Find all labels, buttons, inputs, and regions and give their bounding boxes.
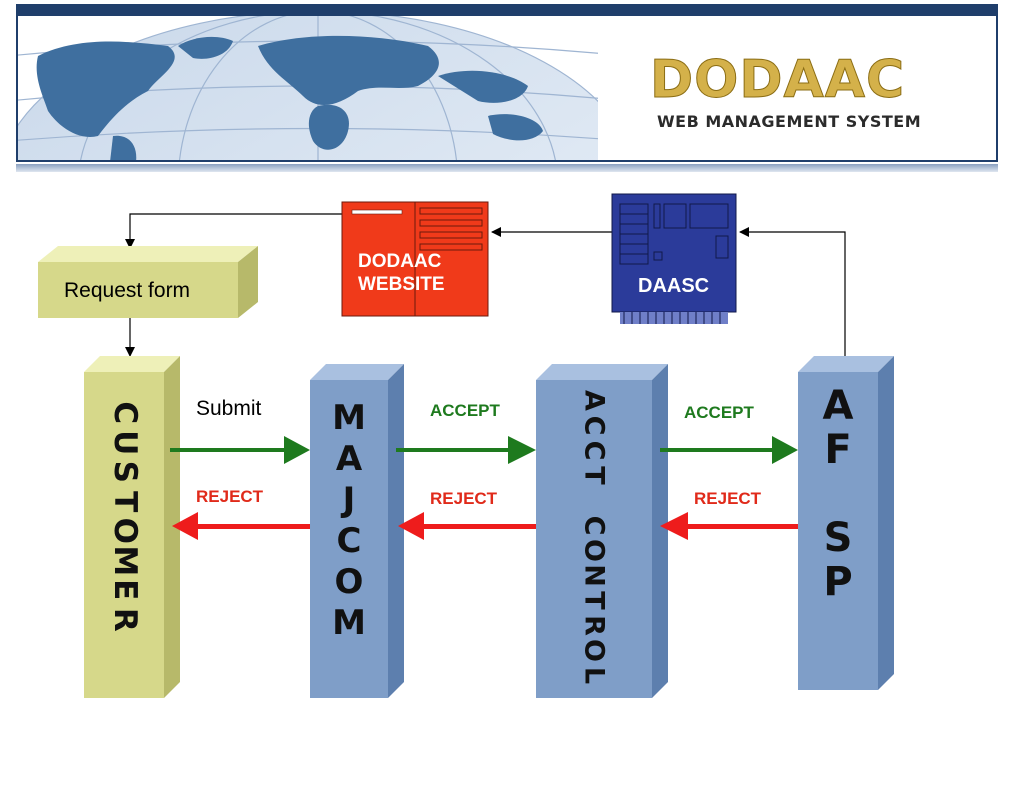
majcom-letter: J [342,480,356,520]
af_sp-letter [798,472,878,516]
globe-map-image [18,16,598,160]
website-server-icon [341,201,489,317]
accept-arrow-1 [396,436,536,464]
majcom-letter: O [334,562,364,602]
acct_control-letter: L [578,666,610,685]
daasc-label: DAASC [638,275,710,297]
connector-afsp-to-daasc [739,227,846,356]
request-form-box [38,246,258,318]
banner-divider [16,164,998,172]
daasc-computer-icon [611,193,737,324]
accept-arrow-2 [660,436,798,464]
submit-label: Submit [196,397,262,420]
reject-label-2: REJECT [430,489,498,508]
reject-arrow-1 [172,512,310,540]
website-label: DODAAC WEBSITE [358,251,445,297]
majcom-letter: M [332,398,366,438]
af_sp-letter: F [824,427,852,473]
column-customer [84,356,180,698]
column-acct-control [536,364,668,698]
connector-website-to-request [125,213,342,249]
website-label-line2: WEBSITE [358,273,445,295]
logo-text: DODAAC [649,50,906,110]
customer-letter: R [106,607,143,632]
reject-label-1: REJECT [196,487,264,506]
accept-label-2: ACCEPT [684,403,754,422]
majcom-letter: C [336,521,362,561]
af_sp-letter: A [822,383,854,429]
column-majcom [310,364,404,698]
request-form-label: Request form [64,279,191,302]
submit-arrow [170,436,310,464]
majcom-letter: A [335,439,363,479]
column-af-sp [798,356,894,690]
accept-label-1: ACCEPT [430,401,500,420]
af_sp-letter: S [823,515,853,561]
majcom-letter: M [332,603,366,643]
website-label-line1: DODAAC [358,251,442,272]
reject-arrow-3 [660,512,798,540]
reject-label-3: REJECT [694,489,762,508]
reject-arrow-2 [398,512,536,540]
logo-subtitle: WEB MANAGEMENT SYSTEM [657,112,922,131]
header-banner: DODAAC WEB MANAGEMENT SYSTEM [16,4,998,162]
af_sp-letter: P [823,559,853,605]
